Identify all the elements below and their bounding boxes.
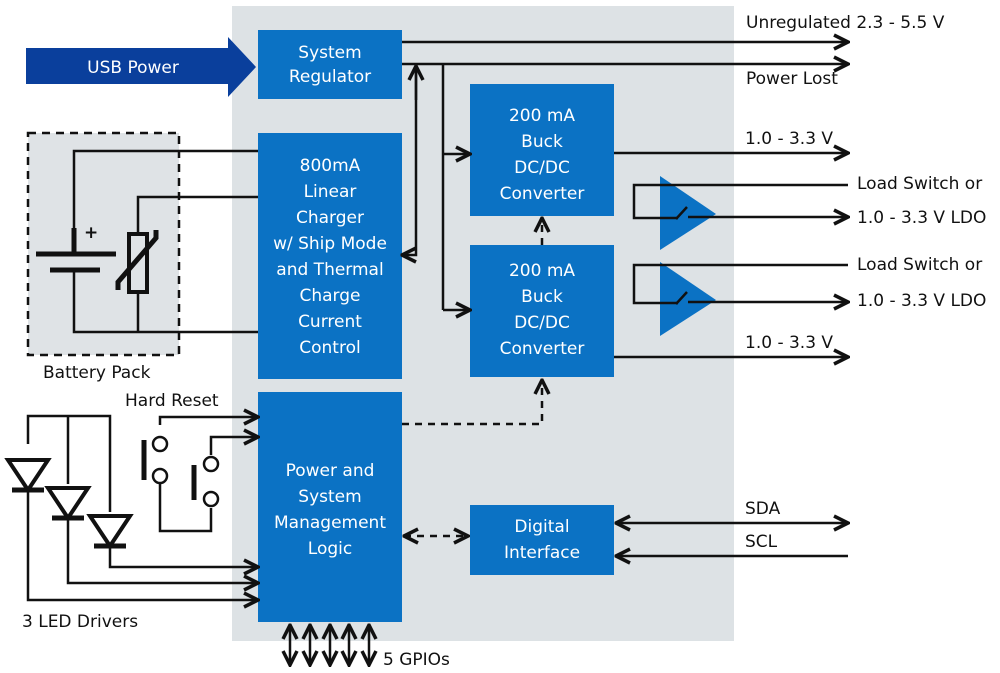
led-3-icon bbox=[86, 514, 134, 550]
buck2-label-3: DC/DC bbox=[514, 313, 570, 333]
logic-label-3: Management bbox=[274, 513, 386, 533]
logic-to-buck-dashed bbox=[402, 380, 542, 426]
led-drivers-label: 3 LED Drivers bbox=[22, 612, 138, 632]
led-icons bbox=[4, 414, 258, 600]
ldo1-label-2: 1.0 - 3.3 V LDO bbox=[857, 208, 986, 228]
thermistor-icon bbox=[115, 195, 258, 332]
scl-label: SCL bbox=[745, 532, 778, 552]
led-2-icon bbox=[44, 486, 92, 522]
system-regulator-label-1: System bbox=[298, 43, 361, 63]
ldo1-label-1: Load Switch or bbox=[857, 174, 982, 194]
battery-pack-label: Battery Pack bbox=[43, 363, 151, 383]
charger-label-6: Charge bbox=[299, 286, 360, 306]
buck2-label-4: Converter bbox=[500, 339, 585, 359]
charger-label-2: Linear bbox=[304, 182, 357, 202]
ldo-1-triangle bbox=[660, 176, 716, 250]
ldo1-switch bbox=[675, 206, 688, 220]
buck2-label-1: 200 mA bbox=[509, 261, 575, 281]
logic-label-1: Power and bbox=[286, 461, 375, 481]
charger-label-3: Charger bbox=[296, 208, 364, 228]
ldo1-input-wire bbox=[632, 183, 848, 220]
sda-label: SDA bbox=[745, 499, 781, 519]
power-management-logic-block: Power and System Management Logic bbox=[258, 392, 402, 622]
buck1-output-label: 1.0 - 3.3 V bbox=[745, 129, 833, 149]
buck-converter-2-block: 200 mA Buck DC/DC Converter bbox=[470, 245, 614, 377]
buck-converter-1-block: 200 mA Buck DC/DC Converter bbox=[470, 84, 614, 216]
ldo2-label-2: 1.0 - 3.3 V LDO bbox=[857, 291, 986, 311]
ldo2-switch bbox=[675, 291, 688, 305]
buck1-label-2: Buck bbox=[521, 132, 563, 152]
logic-label-4: Logic bbox=[308, 539, 352, 559]
unregulated-label: Unregulated 2.3 - 5.5 V bbox=[746, 13, 945, 33]
buck1-label-3: DC/DC bbox=[514, 158, 570, 178]
digital-label-2: Interface bbox=[504, 543, 580, 563]
buck1-label-1: 200 mA bbox=[509, 106, 575, 126]
gpio-arrows bbox=[290, 625, 369, 665]
hard-reset-button-icon bbox=[141, 417, 258, 533]
regulator-charger-wire bbox=[402, 66, 418, 255]
buck2-label-2: Buck bbox=[521, 287, 563, 307]
usb-power-arrow: USB Power bbox=[26, 37, 256, 97]
digital-label-1: Digital bbox=[514, 517, 569, 537]
battery-plus-label: + bbox=[84, 223, 98, 243]
ldo-2-triangle bbox=[660, 262, 716, 336]
system-regulator-label-2: Regulator bbox=[289, 67, 371, 87]
logic-label-2: System bbox=[298, 487, 361, 507]
charger-label-8: Control bbox=[299, 338, 360, 358]
linear-charger-block: 800mA Linear Charger w/ Ship Mode and Th… bbox=[258, 133, 402, 379]
battery-pack-box bbox=[26, 131, 181, 357]
buck1-label-4: Converter bbox=[500, 184, 585, 204]
digital-interface-block: Digital Interface bbox=[470, 505, 614, 575]
led-1-icon bbox=[4, 458, 52, 494]
charger-label-5: and Thermal bbox=[276, 260, 383, 280]
ldo2-label-1: Load Switch or bbox=[857, 255, 982, 275]
battery-icon bbox=[36, 149, 258, 334]
charger-label-1: 800mA bbox=[300, 156, 361, 176]
charger-label-4: w/ Ship Mode bbox=[273, 234, 387, 254]
power-lost-label: Power Lost bbox=[746, 69, 838, 89]
hard-reset-label: Hard Reset bbox=[125, 391, 219, 411]
second-button-icon bbox=[191, 437, 258, 508]
buck2-output-label: 1.0 - 3.3 V bbox=[745, 333, 833, 353]
gpios-label: 5 GPIOs bbox=[383, 650, 450, 670]
system-regulator-block: System Regulator bbox=[258, 30, 402, 99]
charger-label-7: Current bbox=[298, 312, 362, 332]
ldo2-input-wire bbox=[632, 263, 848, 305]
usb-power-label: USB Power bbox=[87, 58, 179, 78]
